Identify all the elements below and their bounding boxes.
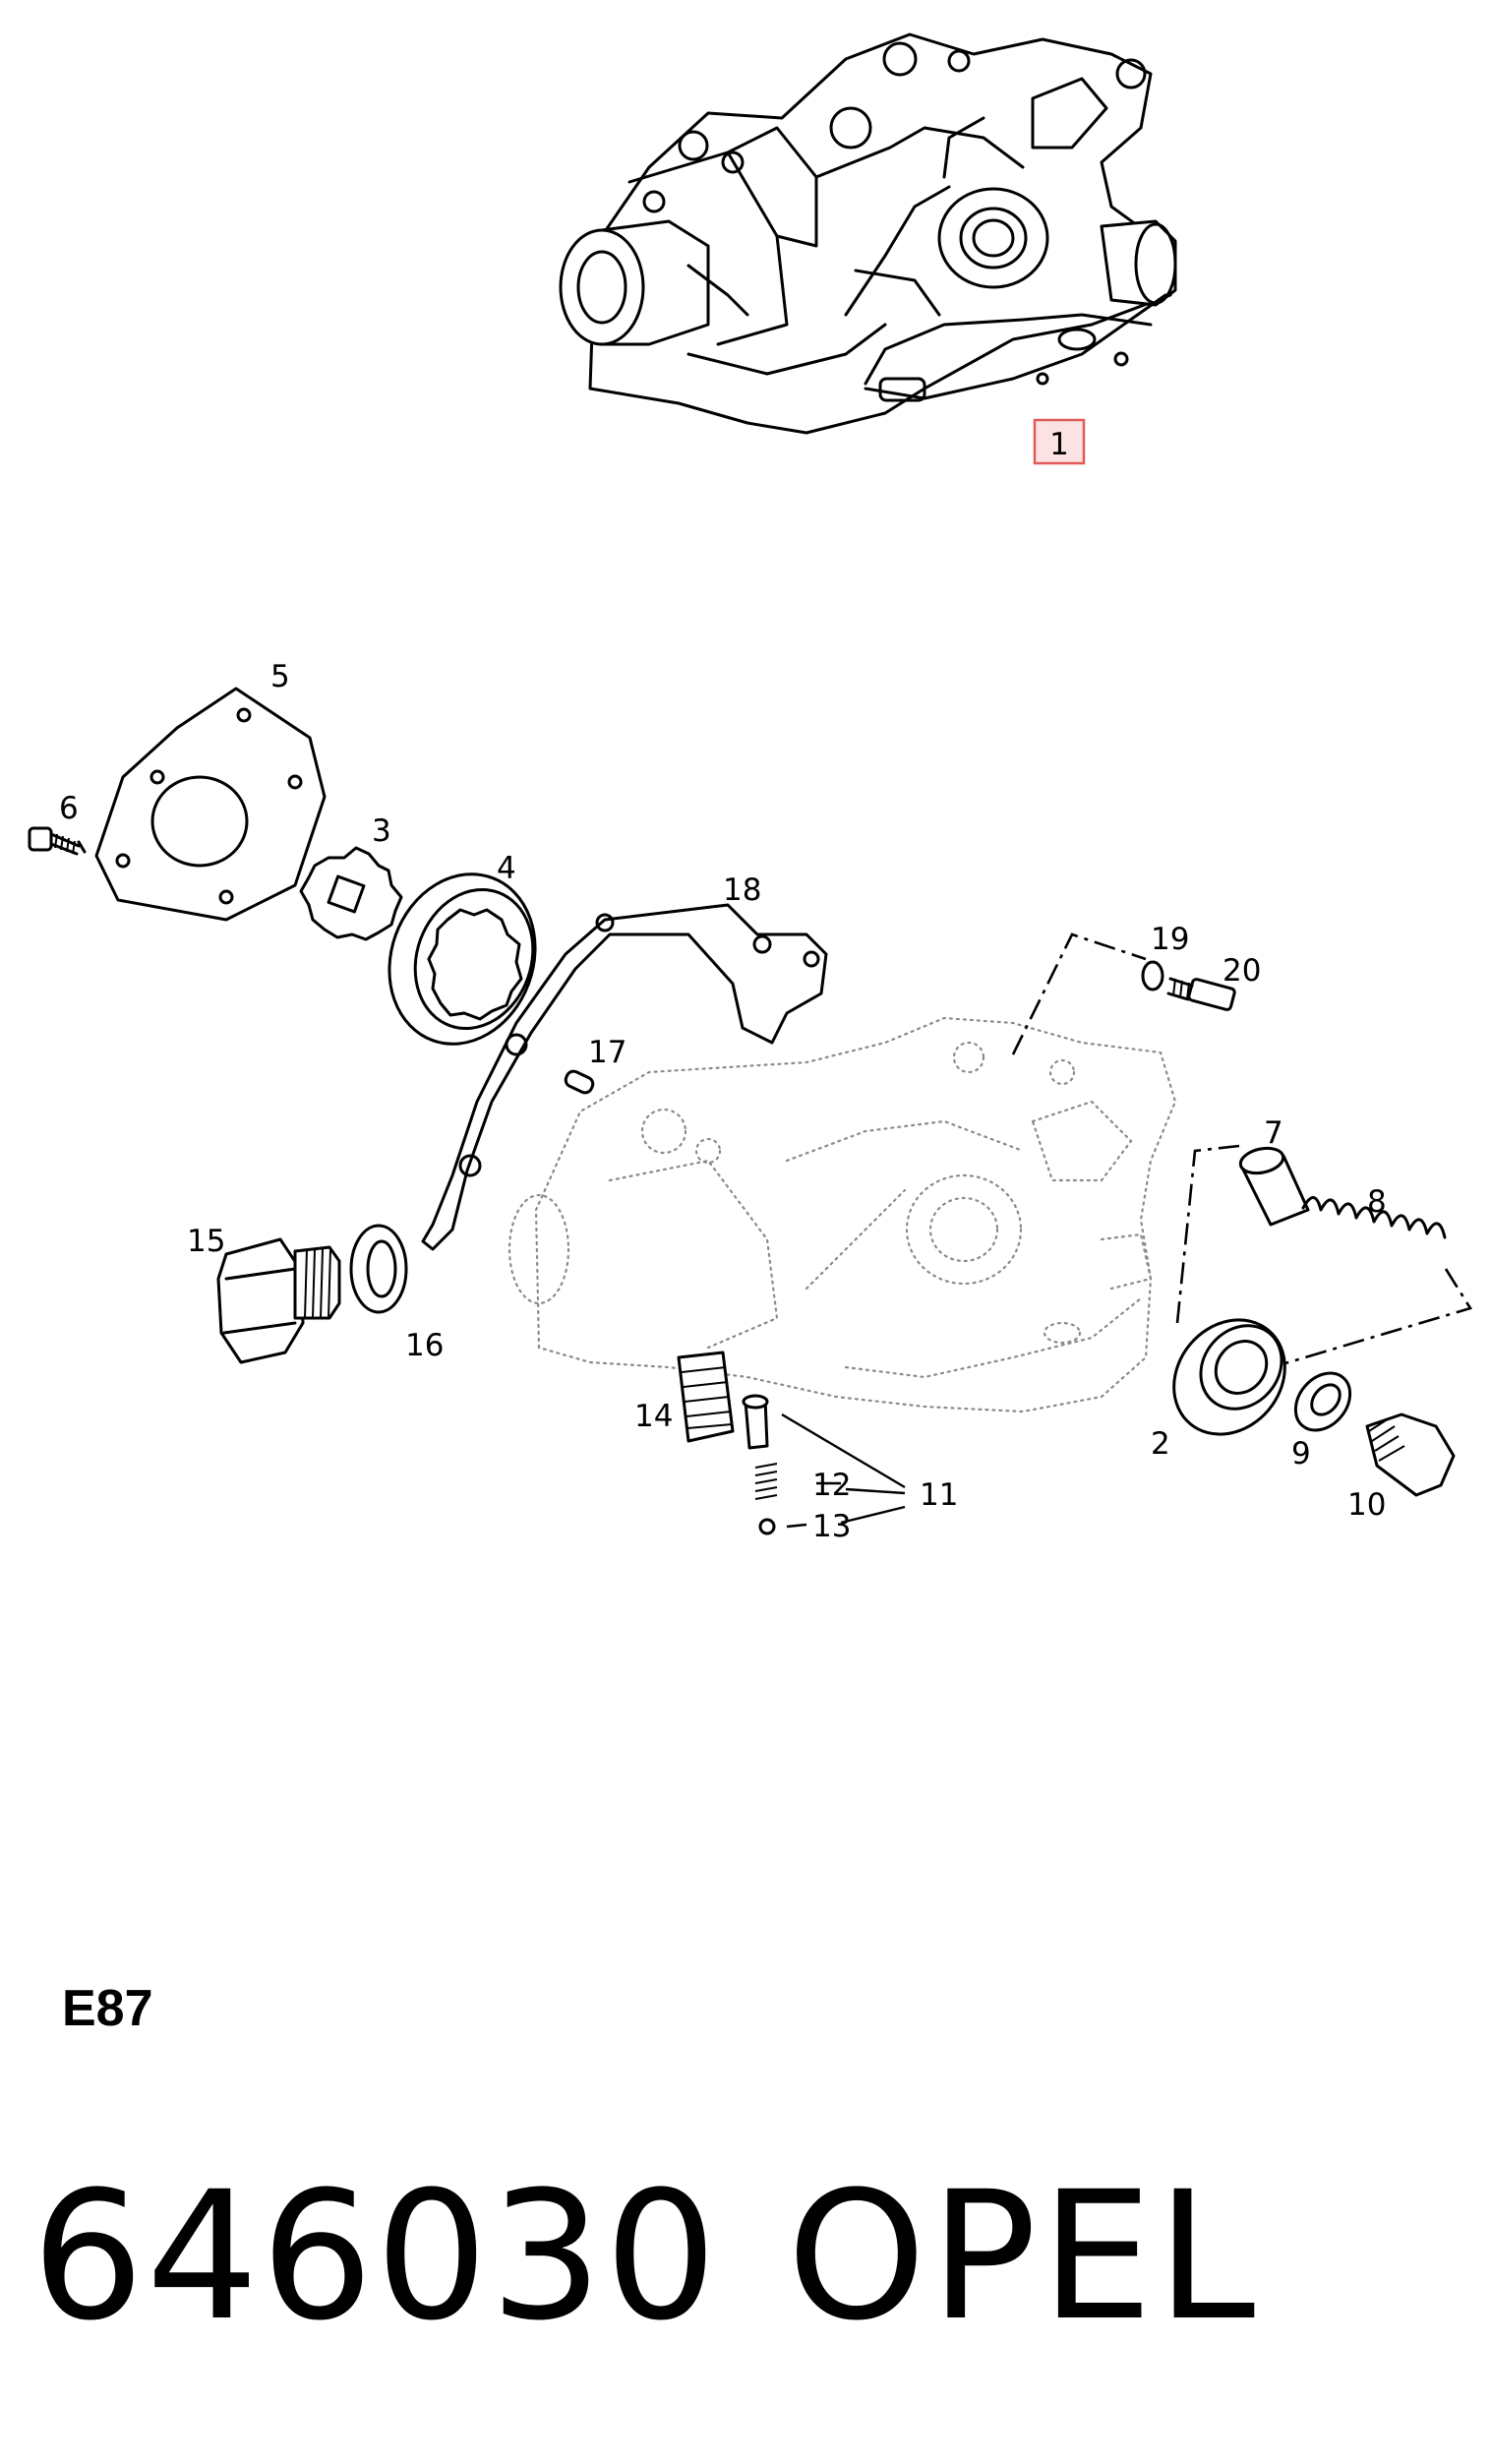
callout-4: 4 xyxy=(497,851,516,886)
callout-18: 18 xyxy=(723,872,761,908)
callout-7: 7 xyxy=(1264,1115,1283,1151)
brand-name: OPEL xyxy=(787,2154,1260,2360)
washer-part-16: 16 xyxy=(349,1224,444,1363)
section-code: E87 xyxy=(62,1980,153,2037)
relief-valve-parts-11-13: 12 13 11 xyxy=(742,1394,958,1544)
cover-plate-part-5: 5 xyxy=(94,659,327,922)
piston-spring-parts-7-8: 7 8 xyxy=(1175,1115,1473,1367)
plug-part-15: 15 xyxy=(187,1224,341,1364)
bolt-parts-19-20: 19 20 xyxy=(1011,922,1261,1055)
callout-17: 17 xyxy=(588,1035,626,1070)
callout-12: 12 xyxy=(812,1468,851,1503)
callout-16: 16 xyxy=(405,1328,444,1363)
gasket-part-18: 18 xyxy=(421,872,828,1251)
callout-3: 3 xyxy=(372,813,391,849)
callout-11: 11 xyxy=(920,1477,958,1513)
callout-1-highlight[interactable]: 1 xyxy=(1033,418,1086,465)
callout-13: 13 xyxy=(812,1509,851,1544)
callout-8: 8 xyxy=(1367,1184,1387,1220)
inner-gear-part-3: 3 xyxy=(299,813,403,941)
plug-part-10: 10 xyxy=(1347,1412,1456,1523)
callout-9: 9 xyxy=(1291,1436,1311,1472)
part-number: 646030 xyxy=(31,2154,720,2360)
callout-10: 10 xyxy=(1347,1487,1386,1523)
callout-5: 5 xyxy=(270,659,290,694)
valve-part-14: 14 xyxy=(634,1351,735,1443)
screw-part-6: 6 xyxy=(28,791,87,856)
oil-seal-part-2: 2 xyxy=(1151,1318,1286,1462)
oil-pump-assembly-drawing xyxy=(559,32,1177,435)
dowel-pin-part-17: 17 xyxy=(564,1035,626,1095)
callout-20: 20 xyxy=(1223,953,1261,989)
outer-rotor-part-4: 4 xyxy=(388,851,537,1046)
callout-14: 14 xyxy=(634,1399,673,1434)
callout-1: 1 xyxy=(1049,427,1069,462)
callout-19: 19 xyxy=(1151,922,1189,957)
ghosted-pump-housing xyxy=(507,1016,1177,1413)
callout-15: 15 xyxy=(187,1224,225,1259)
callout-6: 6 xyxy=(59,791,79,826)
callout-2: 2 xyxy=(1151,1426,1170,1462)
washer-part-9: 9 xyxy=(1291,1371,1352,1472)
